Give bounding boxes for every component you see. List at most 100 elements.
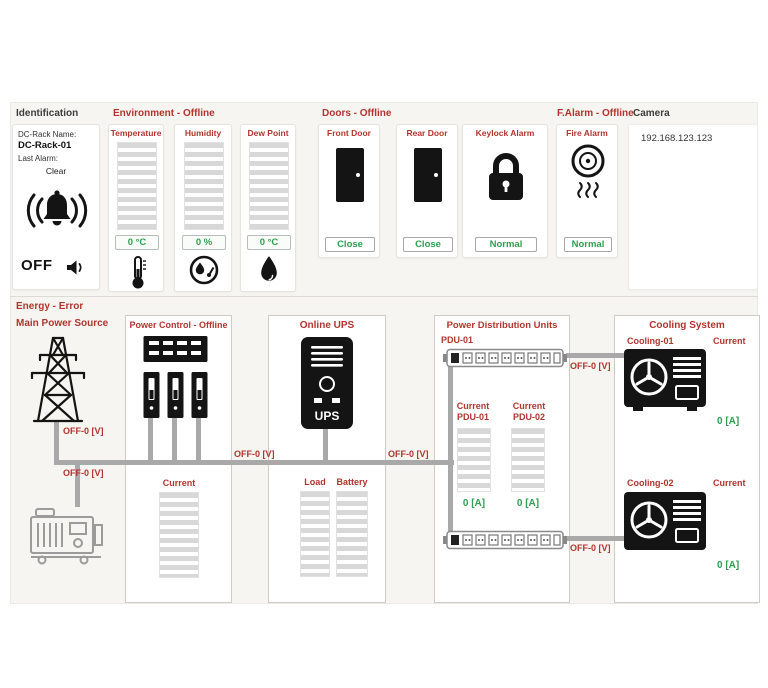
voltage-label: OFF-0 [V] bbox=[63, 468, 104, 478]
cooling1-current-label: Current bbox=[713, 336, 746, 346]
keylock-card: Keylock Alarm Normal bbox=[462, 124, 548, 258]
keylock-status-button[interactable]: Normal bbox=[475, 237, 537, 252]
generator-icon bbox=[28, 505, 104, 565]
fire-alarm-label: Fire Alarm bbox=[566, 128, 608, 138]
humidity-icon bbox=[188, 254, 220, 286]
temperature-gauge bbox=[117, 142, 157, 230]
power-wire bbox=[566, 353, 624, 358]
dew-point-icon bbox=[257, 254, 281, 286]
ups-icon: UPS bbox=[300, 336, 354, 430]
camera-header: Camera bbox=[633, 108, 670, 119]
temperature-label: Temperature bbox=[110, 128, 162, 138]
cooling2-label: Cooling-02 bbox=[627, 478, 674, 488]
power-strip-icon bbox=[443, 347, 567, 369]
pdu-panel: Power Distribution Units PDU-01 Current … bbox=[434, 315, 570, 603]
section-divider bbox=[10, 296, 758, 297]
fire-alarm-status-button[interactable]: Normal bbox=[564, 237, 612, 252]
energy-header: Energy - Error bbox=[16, 301, 84, 312]
ups-load-label: Load bbox=[304, 477, 326, 487]
ups-title: Online UPS bbox=[299, 320, 355, 331]
cooling2-current-value: 0 [A] bbox=[717, 560, 740, 571]
thermometer-icon bbox=[126, 255, 150, 289]
main-power-title: Main Power Source bbox=[16, 318, 109, 329]
environment-header: Environment - Offline bbox=[113, 108, 215, 119]
humidity-value: 0 % bbox=[182, 235, 226, 250]
voltage-label: OFF-0 [V] bbox=[63, 426, 104, 436]
camera-panel: 192.168.123.123 bbox=[628, 124, 758, 290]
identification-header: Identification bbox=[16, 108, 79, 119]
pdu1-current-gauge bbox=[457, 428, 491, 492]
last-alarm-value: Clear bbox=[45, 166, 67, 176]
power-wire bbox=[172, 418, 177, 464]
cooling1-label: Cooling-01 bbox=[627, 336, 674, 346]
pdu1-current-value: 0 [A] bbox=[462, 498, 486, 509]
power-wire bbox=[148, 418, 153, 464]
rack-name-value: DC-Rack-01 bbox=[18, 140, 72, 151]
audio-state-label: OFF bbox=[21, 257, 53, 274]
ups-battery-gauge bbox=[336, 491, 368, 577]
cooling-title: Cooling System bbox=[649, 320, 725, 331]
pdu-title: Power Distribution Units bbox=[446, 320, 558, 331]
power-control-title: Power Control - Offline bbox=[129, 320, 228, 330]
door-icon bbox=[335, 147, 365, 203]
pdu2-current-value: 0 [A] bbox=[516, 498, 540, 509]
power-wire bbox=[75, 460, 80, 507]
voltage-label: OFF-0 [V] bbox=[570, 543, 611, 553]
doors-header: Doors - Offline bbox=[322, 108, 392, 119]
cooling-unit-icon bbox=[623, 348, 707, 412]
power-control-panel: Power Control - Offline Current bbox=[125, 315, 232, 603]
humidity-label: Humidity bbox=[184, 128, 222, 138]
door-icon bbox=[413, 147, 443, 203]
voltage-label: OFF-0 [V] bbox=[388, 449, 429, 459]
power-wire bbox=[448, 354, 453, 549]
power-control-current-gauge bbox=[159, 492, 199, 578]
power-strip-icon bbox=[443, 529, 567, 551]
power-wire bbox=[54, 460, 454, 465]
humidity-card: Humidity 0 % bbox=[174, 124, 232, 292]
ups-battery-label: Battery bbox=[336, 477, 368, 487]
last-alarm-label: Last Alarm: bbox=[18, 154, 59, 163]
ups-device-label: UPS bbox=[315, 409, 340, 423]
cooling2-current-label: Current bbox=[713, 478, 746, 488]
dew-point-gauge bbox=[249, 142, 289, 230]
camera-ip: 192.168.123.123 bbox=[641, 133, 713, 144]
pdu1-current-label: Current PDU-01 bbox=[456, 401, 490, 422]
fire-alarm-card: Fire Alarm Normal bbox=[556, 124, 618, 258]
cooling-unit-icon bbox=[623, 490, 707, 556]
power-wire bbox=[323, 428, 328, 464]
dew-point-label: Dew Point bbox=[247, 128, 289, 138]
power-wire bbox=[566, 536, 624, 541]
smoke-detector-icon bbox=[566, 143, 610, 201]
pdu1-label: PDU-01 bbox=[441, 335, 474, 345]
transmission-tower-icon bbox=[26, 333, 90, 425]
front-door-label: Front Door bbox=[327, 128, 371, 138]
front-door-card: Front Door Close bbox=[318, 124, 380, 258]
keylock-label: Keylock Alarm bbox=[475, 128, 535, 138]
voltage-label: OFF-0 [V] bbox=[234, 449, 275, 459]
power-control-current-label: Current bbox=[162, 478, 196, 488]
pdu2-current-label: Current PDU-02 bbox=[512, 401, 546, 422]
ups-load-gauge bbox=[300, 491, 330, 577]
breaker-panel-icon bbox=[142, 336, 210, 420]
dew-point-value: 0 °C bbox=[247, 235, 291, 250]
rear-door-label: Rear Door bbox=[406, 128, 448, 138]
fire-alarm-header: F.Alarm - Offline bbox=[557, 108, 634, 119]
voltage-label: OFF-0 [V] bbox=[570, 361, 611, 371]
rack-name-label: DC-Rack Name: bbox=[18, 130, 77, 139]
temperature-card: Temperature 0 °C bbox=[108, 124, 164, 292]
power-wire bbox=[196, 418, 201, 464]
padlock-icon bbox=[482, 149, 530, 203]
temperature-value: 0 °C bbox=[115, 235, 159, 250]
front-door-status-button[interactable]: Close bbox=[325, 237, 375, 252]
pdu2-current-gauge bbox=[511, 428, 545, 492]
alarm-bell-icon bbox=[25, 185, 89, 235]
rear-door-card: Rear Door Close bbox=[396, 124, 458, 258]
rear-door-status-button[interactable]: Close bbox=[403, 237, 453, 252]
cooling1-current-value: 0 [A] bbox=[717, 416, 740, 427]
cooling-panel: Cooling System Cooling-01 Current 0 [A] … bbox=[614, 315, 760, 603]
speaker-icon[interactable] bbox=[65, 259, 86, 276]
humidity-gauge bbox=[184, 142, 224, 230]
power-wire bbox=[54, 420, 59, 465]
identification-panel: DC-Rack Name: DC-Rack-01 Last Alarm: Cle… bbox=[12, 124, 100, 290]
